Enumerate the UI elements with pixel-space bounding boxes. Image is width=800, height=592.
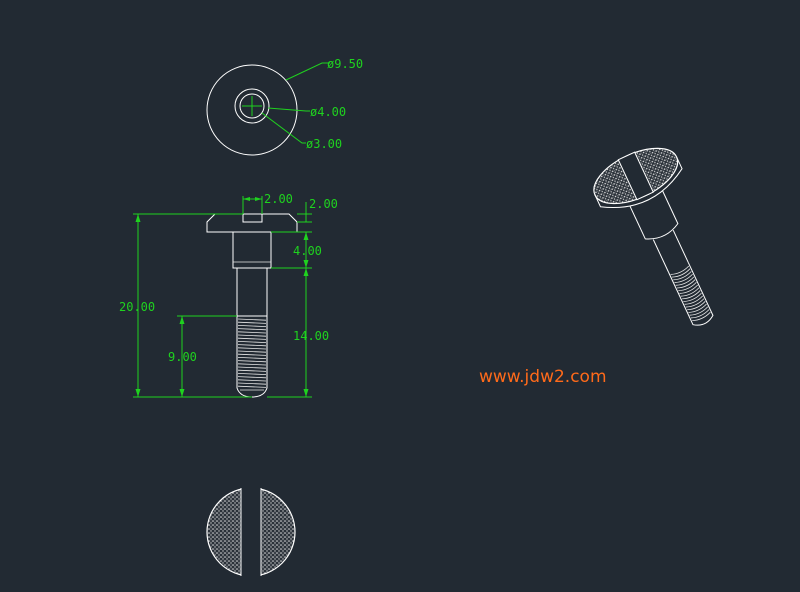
dim-d-mid-label: ø4.00 (310, 105, 346, 119)
thread-line (237, 350, 267, 353)
thread-line (237, 318, 267, 321)
dim-head-height-label: 2.00 (309, 197, 338, 211)
thread-line (237, 382, 267, 385)
thread-line (237, 363, 267, 366)
iso-thread-line (678, 282, 697, 292)
iso-thread-line (689, 306, 709, 316)
watermark-text: www.jdw2.com (479, 367, 607, 387)
dim-d-outer-label: ø9.50 (327, 57, 363, 71)
thread-line (237, 369, 267, 372)
thread-line (237, 357, 267, 359)
thread-line (237, 321, 267, 324)
thread-line (237, 344, 267, 347)
iso-shank (652, 229, 689, 273)
screw-head-outline (206, 213, 298, 233)
iso-thread-hatching (670, 265, 711, 322)
dim-d-inner-label: ø3.00 (306, 137, 342, 151)
dim-shank-label: 14.00 (293, 329, 329, 343)
front-dimension-lines (133, 196, 312, 398)
iso-thread-line (685, 298, 705, 308)
isometric-view (593, 147, 714, 326)
front-view: 2.00 2.00 4.00 14.00 20.00 9.00 (119, 192, 338, 398)
iso-thread-line (682, 290, 701, 300)
iso-thread-line (683, 292, 702, 303)
inner-circle (239, 93, 265, 119)
iso-head-side (594, 156, 683, 208)
thread-line (237, 341, 267, 343)
iso-thread-line (671, 268, 691, 278)
thread-line (237, 337, 267, 340)
dim-thread-label: 9.00 (168, 350, 197, 364)
iso-thread-line (687, 301, 706, 311)
iso-slot (617, 151, 654, 201)
iso-thread-line (675, 276, 695, 286)
iso-thread-line (679, 284, 698, 294)
thread-line (237, 334, 267, 337)
dim-shoulder-label: 4.00 (293, 244, 322, 258)
thread-line (237, 331, 267, 334)
slot-cut (241, 486, 261, 578)
thread-line (237, 373, 267, 375)
thread-line (237, 347, 267, 350)
shoulder-outline (232, 231, 272, 269)
iso-thread (668, 262, 714, 326)
iso-thread-line (676, 279, 696, 289)
iso-thread-line (692, 311, 711, 322)
thread-line (237, 353, 267, 356)
top-view: ø9.50 ø4.00 ø3.00 (206, 57, 363, 156)
thread-line (237, 385, 267, 388)
thread-line (237, 328, 267, 331)
slot-end-view (206, 486, 296, 578)
leader-d-inner (261, 112, 306, 144)
iso-thread-line (688, 303, 707, 313)
thread-line (237, 376, 267, 379)
dim-overall-label: 20.00 (119, 300, 155, 314)
thread-line (237, 360, 267, 363)
iso-thread-line (673, 271, 692, 281)
iso-thread-line (684, 295, 704, 305)
dimension-arrows (135, 197, 309, 397)
leader-d-outer (285, 62, 330, 81)
recess-circle (234, 88, 270, 124)
shank-outline (236, 268, 268, 316)
thread-line (237, 379, 267, 382)
leader-d-mid (267, 107, 310, 112)
dim-slot-width-label: 2.00 (264, 192, 293, 206)
iso-thread-line (670, 265, 690, 275)
iso-thread-line (690, 309, 710, 319)
thread-line (237, 366, 267, 369)
iso-thread-line (680, 287, 700, 297)
thread-outline (236, 315, 268, 398)
iso-thread-line (674, 273, 693, 283)
thread-line (237, 325, 267, 327)
thread-hatching (237, 318, 267, 388)
iso-shoulder (629, 190, 679, 240)
